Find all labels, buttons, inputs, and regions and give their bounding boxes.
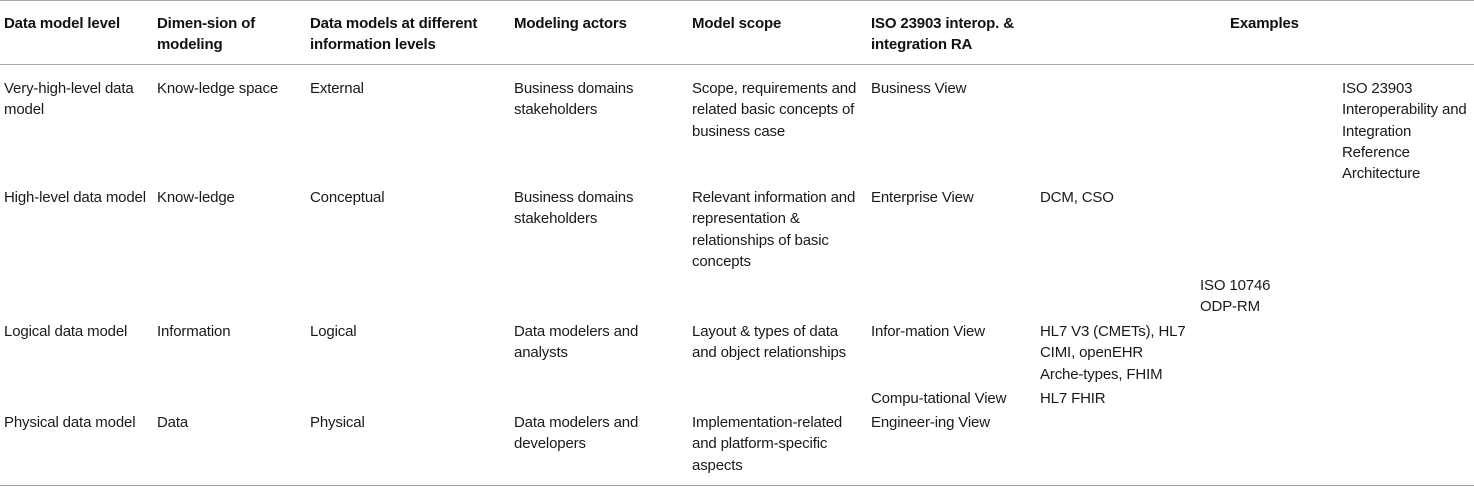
cell-level: Very-high-level data model (4, 80, 134, 119)
cell-level: Physical data model (4, 414, 136, 431)
cell-information-level: Logical (310, 323, 357, 340)
header-information-levels: Data models at different information lev… (310, 15, 478, 54)
cell-example: HL7 FHIR (1040, 390, 1106, 407)
cell-example: HL7 V3 (CMETs), HL7 CIMI, openEHR Arche-… (1040, 323, 1186, 383)
cell-scope: Implementation-related and platform-spec… (692, 414, 843, 474)
cell-scope: Scope, requirements and related basic co… (692, 80, 857, 140)
cell-dimension: Data (157, 414, 189, 431)
cell-actors: Business domains stakeholders (514, 80, 634, 119)
table-top-rule (0, 0, 1474, 1)
cell-iso-view: Enterprise View (871, 189, 974, 206)
cell-scope: Layout & types of data and object relati… (692, 323, 847, 362)
cell-odp-rm: ISO 10746 ODP-RM (1200, 277, 1271, 316)
cell-iso-view: Compu-tational View (871, 390, 1007, 407)
cell-actors: Business domains stakeholders (514, 189, 634, 228)
cell-information-level: Conceptual (310, 189, 385, 206)
cell-information-level: Physical (310, 414, 365, 431)
cell-example: DCM, CSO (1040, 189, 1114, 206)
cell-dimension: Know-ledge space (157, 80, 279, 97)
cell-dimension: Information (157, 323, 231, 340)
cell-dimension: Know-ledge (157, 189, 235, 206)
cell-scope: Relevant information and representation … (692, 189, 856, 270)
table-bottom-rule (0, 485, 1474, 486)
cell-actors: Data modelers and analysts (514, 323, 639, 362)
cell-reference-architecture: ISO 23903 Interoperability and Integrati… (1342, 80, 1467, 183)
cell-level: High-level data model (4, 189, 146, 206)
cell-information-level: External (310, 80, 364, 97)
header-model-scope: Model scope (692, 15, 782, 32)
cell-iso-view: Engineer-ing View (871, 414, 990, 431)
header-modeling-actors: Modeling actors (514, 15, 627, 32)
header-rule (0, 64, 1474, 65)
header-examples: Examples (1230, 15, 1299, 32)
header-data-model-level: Data model level (4, 15, 120, 32)
header-dimension: Dimen-sion of modeling (157, 15, 256, 54)
cell-iso-view: Infor-mation View (871, 323, 985, 340)
header-iso-23903: ISO 23903 interop. & integration RA (871, 15, 1014, 54)
cell-actors: Data modelers and developers (514, 414, 639, 453)
cell-iso-view: Business View (871, 80, 967, 97)
cell-level: Logical data model (4, 323, 128, 340)
